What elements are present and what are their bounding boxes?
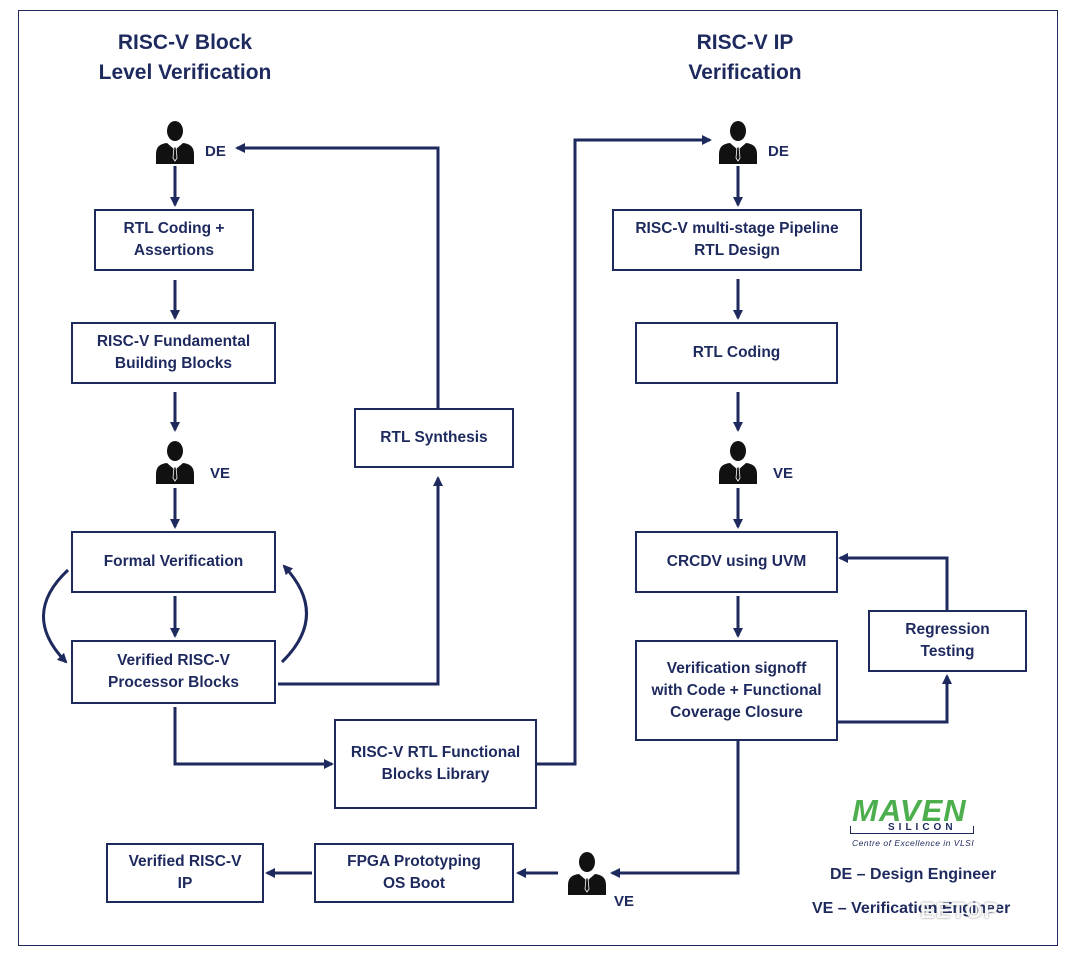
- arrow-synthesis-to-de: [235, 143, 440, 408]
- watermark: EETOP: [920, 898, 1000, 923]
- box-verified-processor-blocks: Verified RISC-V Processor Blocks: [71, 640, 276, 704]
- logo-tagline: Centre of Excellence in VLSI: [852, 838, 975, 848]
- box-pipeline-rtl-design: RISC-V multi-stage Pipeline RTL Design: [612, 209, 862, 271]
- loop-arrow-left: [42, 568, 70, 664]
- arrow-regression-to-crcdv: [838, 553, 949, 610]
- role-label-ve: VE: [614, 893, 635, 910]
- role-label-de: DE: [768, 143, 789, 160]
- box-rtl-synthesis: RTL Synthesis: [354, 408, 514, 468]
- person-icon: [156, 121, 194, 164]
- box-verified-ip: Verified RISC-V IP: [106, 843, 264, 903]
- box-verification-signoff: Verification signoff with Code + Functio…: [635, 640, 838, 741]
- role-label-ve: VE: [210, 465, 231, 482]
- legend-ve: VE – Verification Engineer: [812, 900, 1011, 917]
- arrow-signoff-to-regression: [838, 674, 952, 724]
- person-icon: [719, 441, 757, 484]
- arrow-verified-to-library: [173, 707, 334, 769]
- title-ip-verification: RISC-V IP Verification: [688, 31, 802, 84]
- legend-de: DE – Design Engineer: [830, 866, 997, 883]
- diagram-frame: [18, 10, 1058, 946]
- role-label-de: DE: [205, 143, 226, 160]
- logo-main-text: MAVEN: [852, 793, 967, 828]
- box-fpga-prototyping: FPGA Prototyping OS Boot: [314, 843, 514, 903]
- box-formal-verification: Formal Verification: [71, 531, 276, 593]
- person-icon: [156, 441, 194, 484]
- box-functional-blocks-library: RISC-V RTL Functional Blocks Library: [334, 719, 537, 809]
- arrow-signoff-to-bottom-ve: [610, 741, 740, 878]
- person-icon: [568, 852, 606, 895]
- box-regression-testing: Regression Testing: [868, 610, 1027, 672]
- box-rtl-coding-assertions: RTL Coding + Assertions: [94, 209, 254, 271]
- arrow-verified-to-synthesis: [278, 476, 443, 686]
- box-crcdv-uvm: CRCDV using UVM: [635, 531, 838, 593]
- loop-arrow-right: [280, 564, 308, 664]
- title-block-level-verification: RISC-V Block Level Verification: [98, 31, 272, 84]
- box-fundamental-building-blocks: RISC-V Fundamental Building Blocks: [71, 322, 276, 384]
- maven-silicon-logo: MAVEN SILICON Centre of Excellence in VL…: [848, 793, 980, 852]
- logo-sub-text: SILICON: [888, 822, 957, 833]
- logo-underline: [850, 826, 974, 834]
- person-icon: [719, 121, 757, 164]
- role-label-ve: VE: [773, 465, 794, 482]
- arrow-library-to-right-de: [535, 135, 712, 766]
- box-rtl-coding: RTL Coding: [635, 322, 838, 384]
